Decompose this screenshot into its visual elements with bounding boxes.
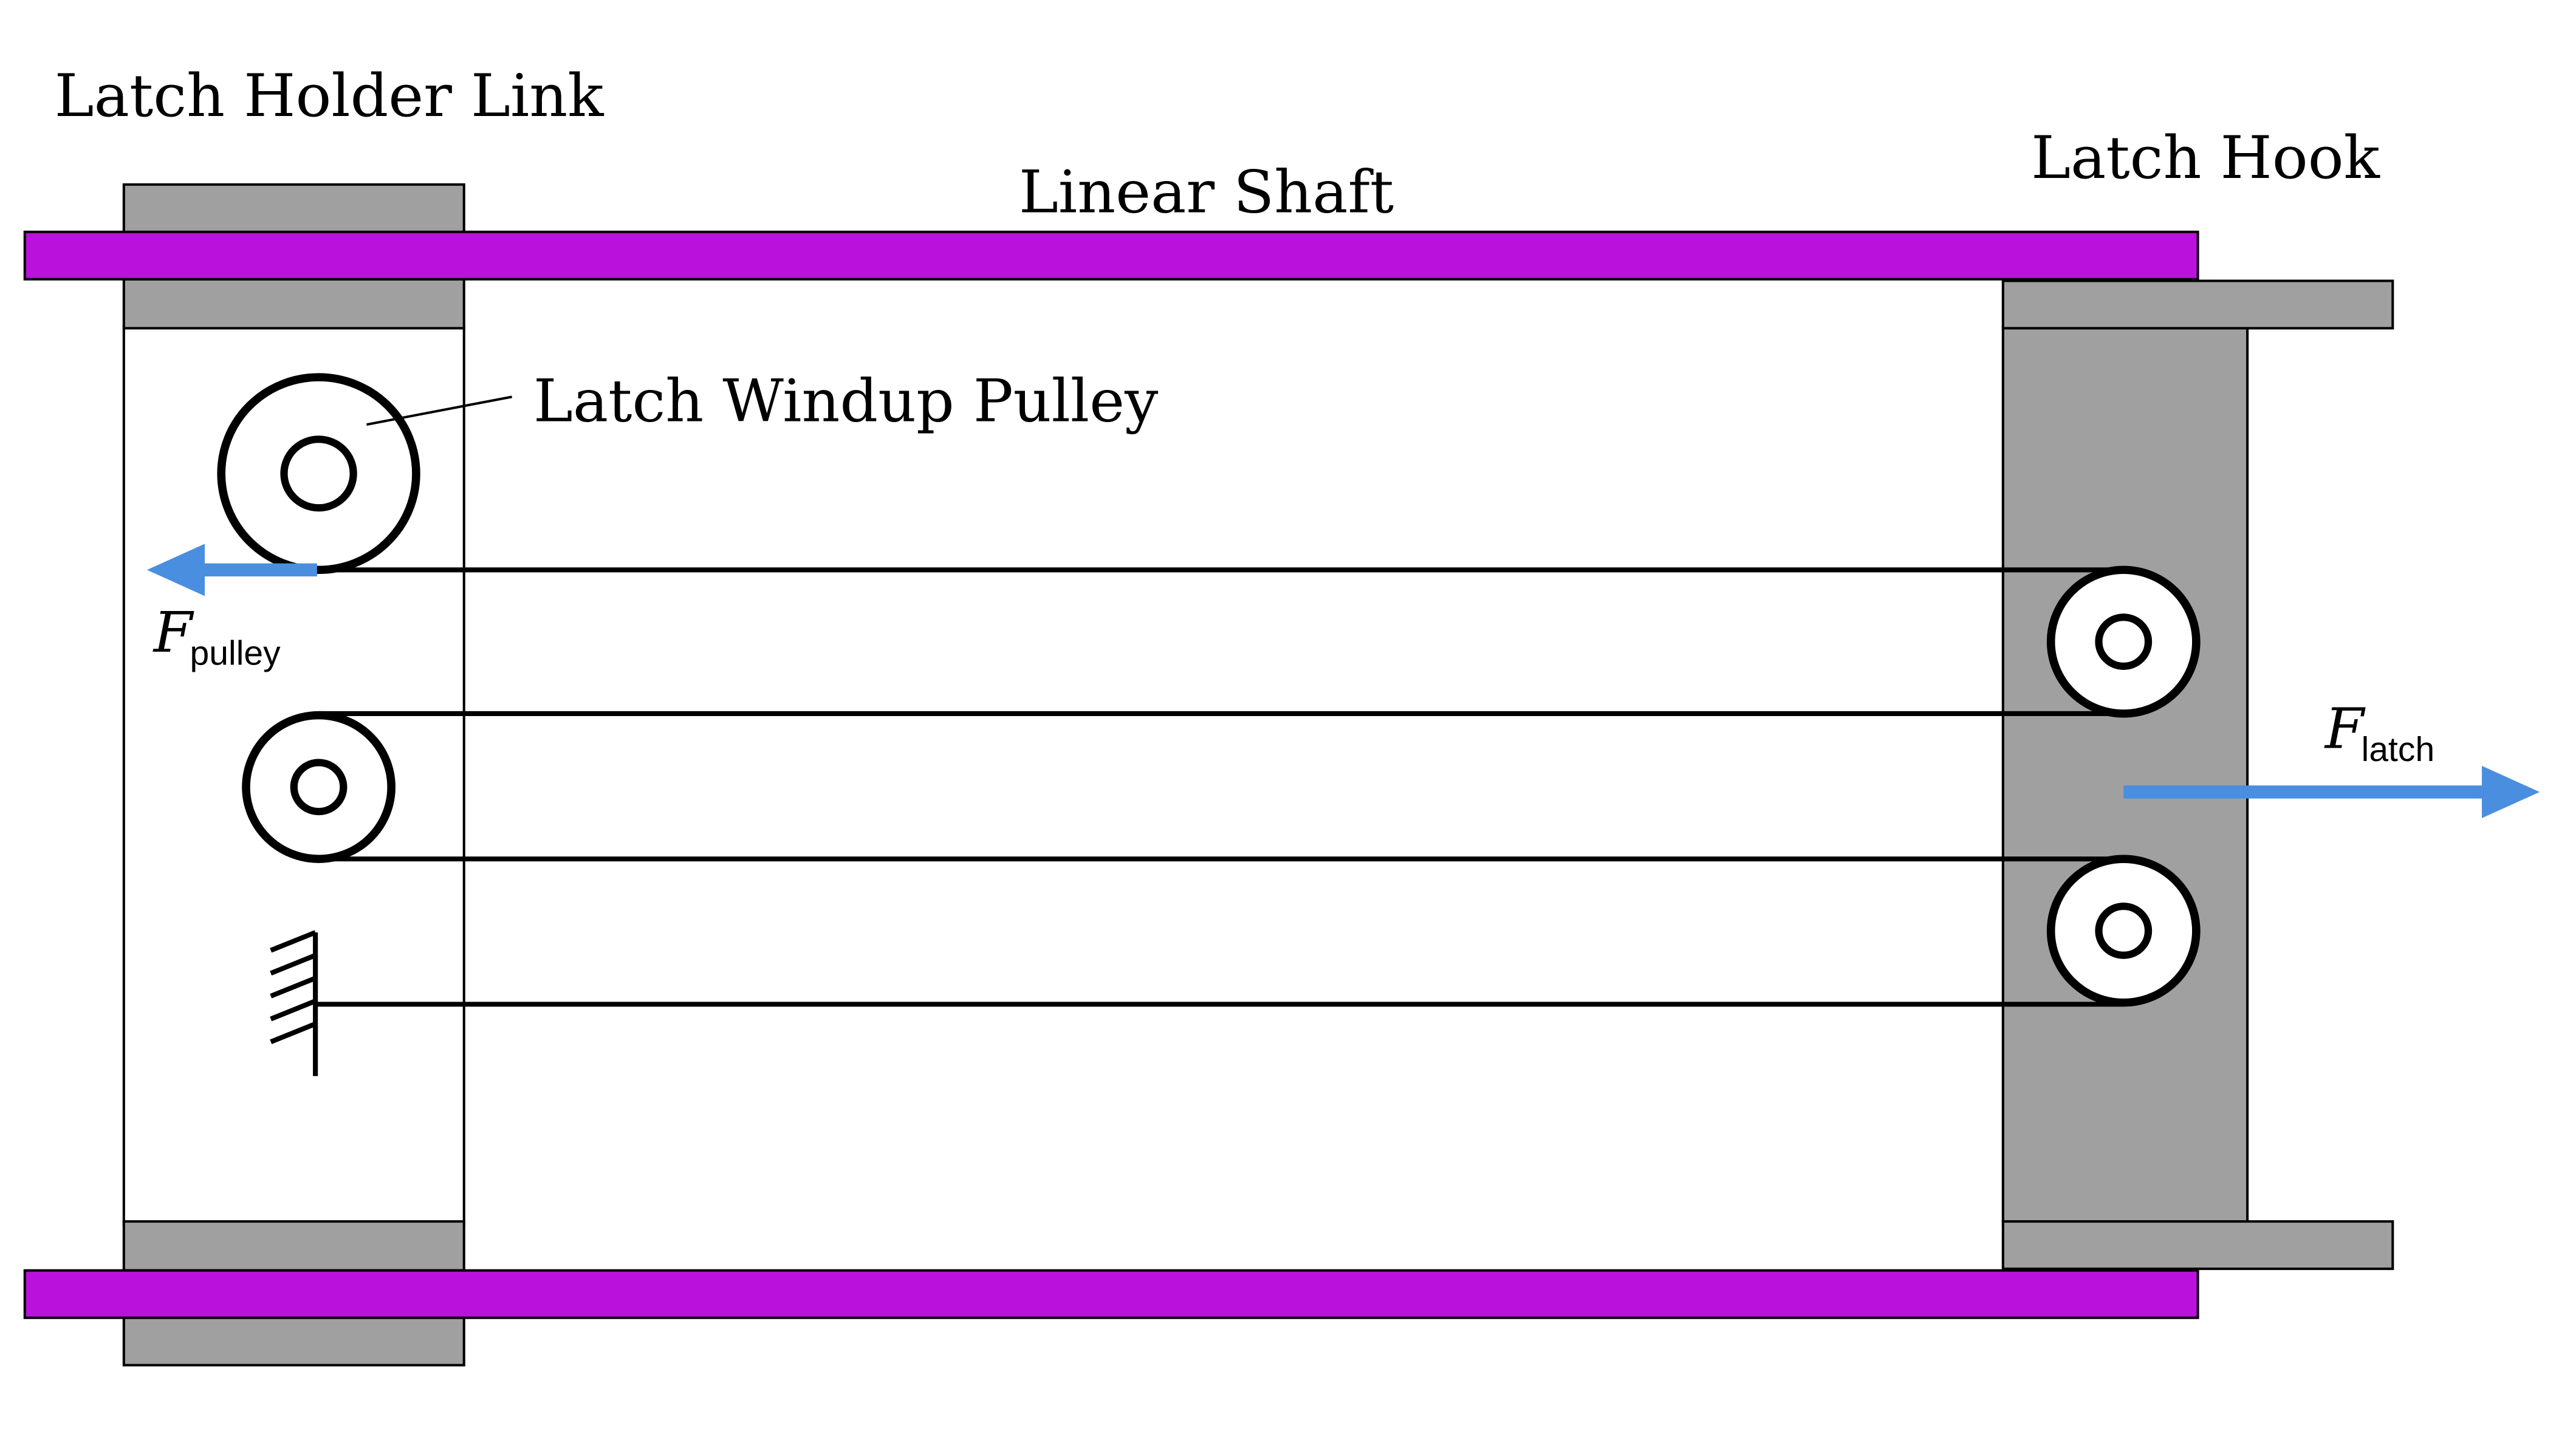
- latch-hook-top-flange: [2001, 279, 2394, 330]
- latch-holder-link-top-outer-block: [122, 183, 465, 235]
- pulley-force-label: F pulley: [152, 600, 281, 672]
- hook-pulley-upper-hub: [2095, 613, 2153, 671]
- latch-windup-pulley-label: Latch Windup Pulley: [533, 367, 1159, 435]
- linear-shaft-bottom: [23, 1269, 2199, 1319]
- latch-windup-pulley-hub: [280, 435, 357, 512]
- latch-holder-link-top-inner-block: [122, 278, 465, 330]
- latch-holder-link-bottom-outer-block: [122, 1315, 465, 1367]
- holder-idler-pulley-hub: [290, 759, 348, 816]
- ground-anchor-icon: [270, 930, 318, 1076]
- windup-pulley-leader-line: [366, 395, 512, 426]
- pulley-force-symbol: F: [152, 600, 194, 664]
- latch-holder-link-label: Latch Holder Link: [55, 61, 605, 129]
- linear-shaft-top: [23, 230, 2199, 281]
- latch-hook-body: [2001, 325, 2249, 1226]
- pulley-force-arrow: [146, 544, 317, 596]
- latch-holder-link-bottom-inner-block: [122, 1220, 465, 1272]
- latch-force-label: F latch: [2324, 697, 2434, 769]
- latch-force-subscript: latch: [2362, 731, 2435, 769]
- latch-force-arrow: [2123, 765, 2540, 819]
- linear-shaft-label: Linear Shaft: [1019, 158, 1394, 226]
- hook-pulley-lower-hub: [2095, 903, 2153, 959]
- pulley-force-subscript: pulley: [190, 635, 281, 673]
- latch-hook-bottom-flange: [2001, 1220, 2394, 1271]
- latch-hook-label: Latch Hook: [2031, 124, 2380, 192]
- latch-force-symbol: F: [2324, 697, 2366, 761]
